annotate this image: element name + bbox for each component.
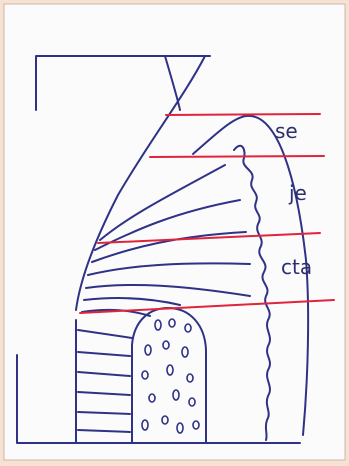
label-sulcular-epithelium: se [275,121,298,141]
label-junctional-epithelium: je [289,183,307,203]
red-line-2 [150,156,324,157]
paper-sheet [4,4,345,460]
red-line-1 [166,114,320,115]
label-connective-tissue-attachment: cta [281,257,312,277]
